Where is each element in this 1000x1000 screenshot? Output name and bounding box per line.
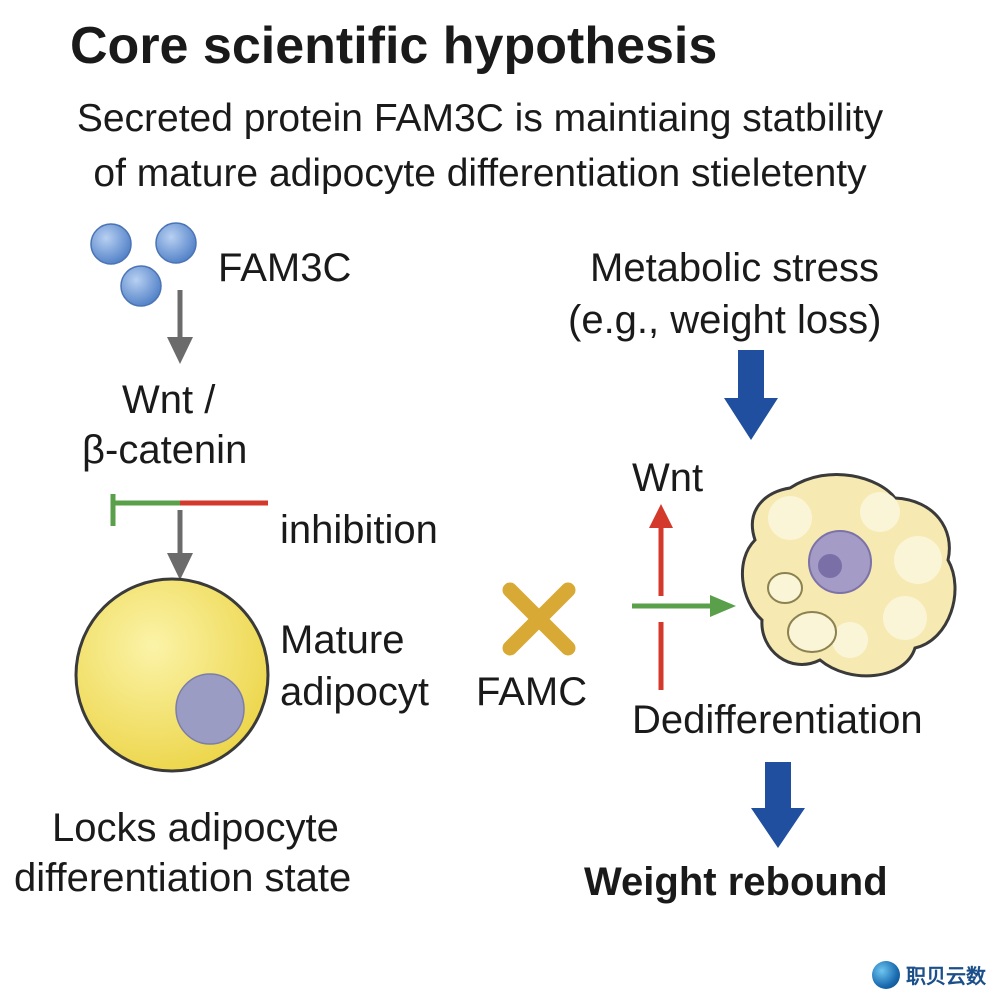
weight-rebound-label: Weight rebound: [584, 860, 888, 904]
mature-adipocyte-icon: [74, 577, 270, 773]
dedifferentiated-cell-icon: [740, 473, 957, 678]
wnt-label-line-1: Wnt /: [122, 378, 216, 422]
metabolic-stress-label-line-2: (e.g., weight loss): [568, 298, 882, 342]
watermark-text: 职贝云数: [906, 964, 986, 988]
subtitle-line-1: Secreted protein FAM3C is maintiaing sta…: [76, 97, 884, 140]
metabolic-stress-label-line-1: Metabolic stress: [590, 246, 879, 290]
watermark-logo: 职贝云数: [872, 960, 986, 989]
rebound-down-arrow: [751, 762, 805, 848]
logo-icon: [872, 960, 900, 989]
fam3c-protein-icon: [90, 222, 197, 307]
caption-line-2: differentiation state: [14, 856, 352, 900]
to-adipocyte-arrow: [167, 510, 193, 580]
inhibition-bar: [110, 494, 268, 526]
inhibition-label: inhibition: [280, 508, 438, 552]
blocked-cross-icon: [502, 582, 576, 656]
mature-adipocyte-label-line-1: Mature: [280, 618, 405, 662]
fam3c-label: FAM3C: [218, 246, 352, 290]
mature-adipocyte-label-line-2: adipocyt: [280, 670, 429, 714]
wnt-label-line-2: β-catenin: [82, 428, 248, 472]
fam3c-to-wnt-arrow: [167, 290, 193, 364]
caption-line-1: Locks adipocyte: [52, 806, 339, 850]
dediff-arrow: [632, 595, 736, 617]
page-title: Core scientific hypothesis: [70, 17, 718, 75]
dedifferentiation-label: Dedifferentiation: [632, 698, 923, 742]
famc-label: FAMC: [476, 670, 588, 714]
stress-down-arrow: [724, 350, 778, 440]
wnt-label-right: Wnt: [632, 456, 704, 500]
subtitle-line-2: of mature adipocyte differentiation stie…: [93, 152, 867, 195]
wnt-up-arrow: [649, 504, 673, 690]
